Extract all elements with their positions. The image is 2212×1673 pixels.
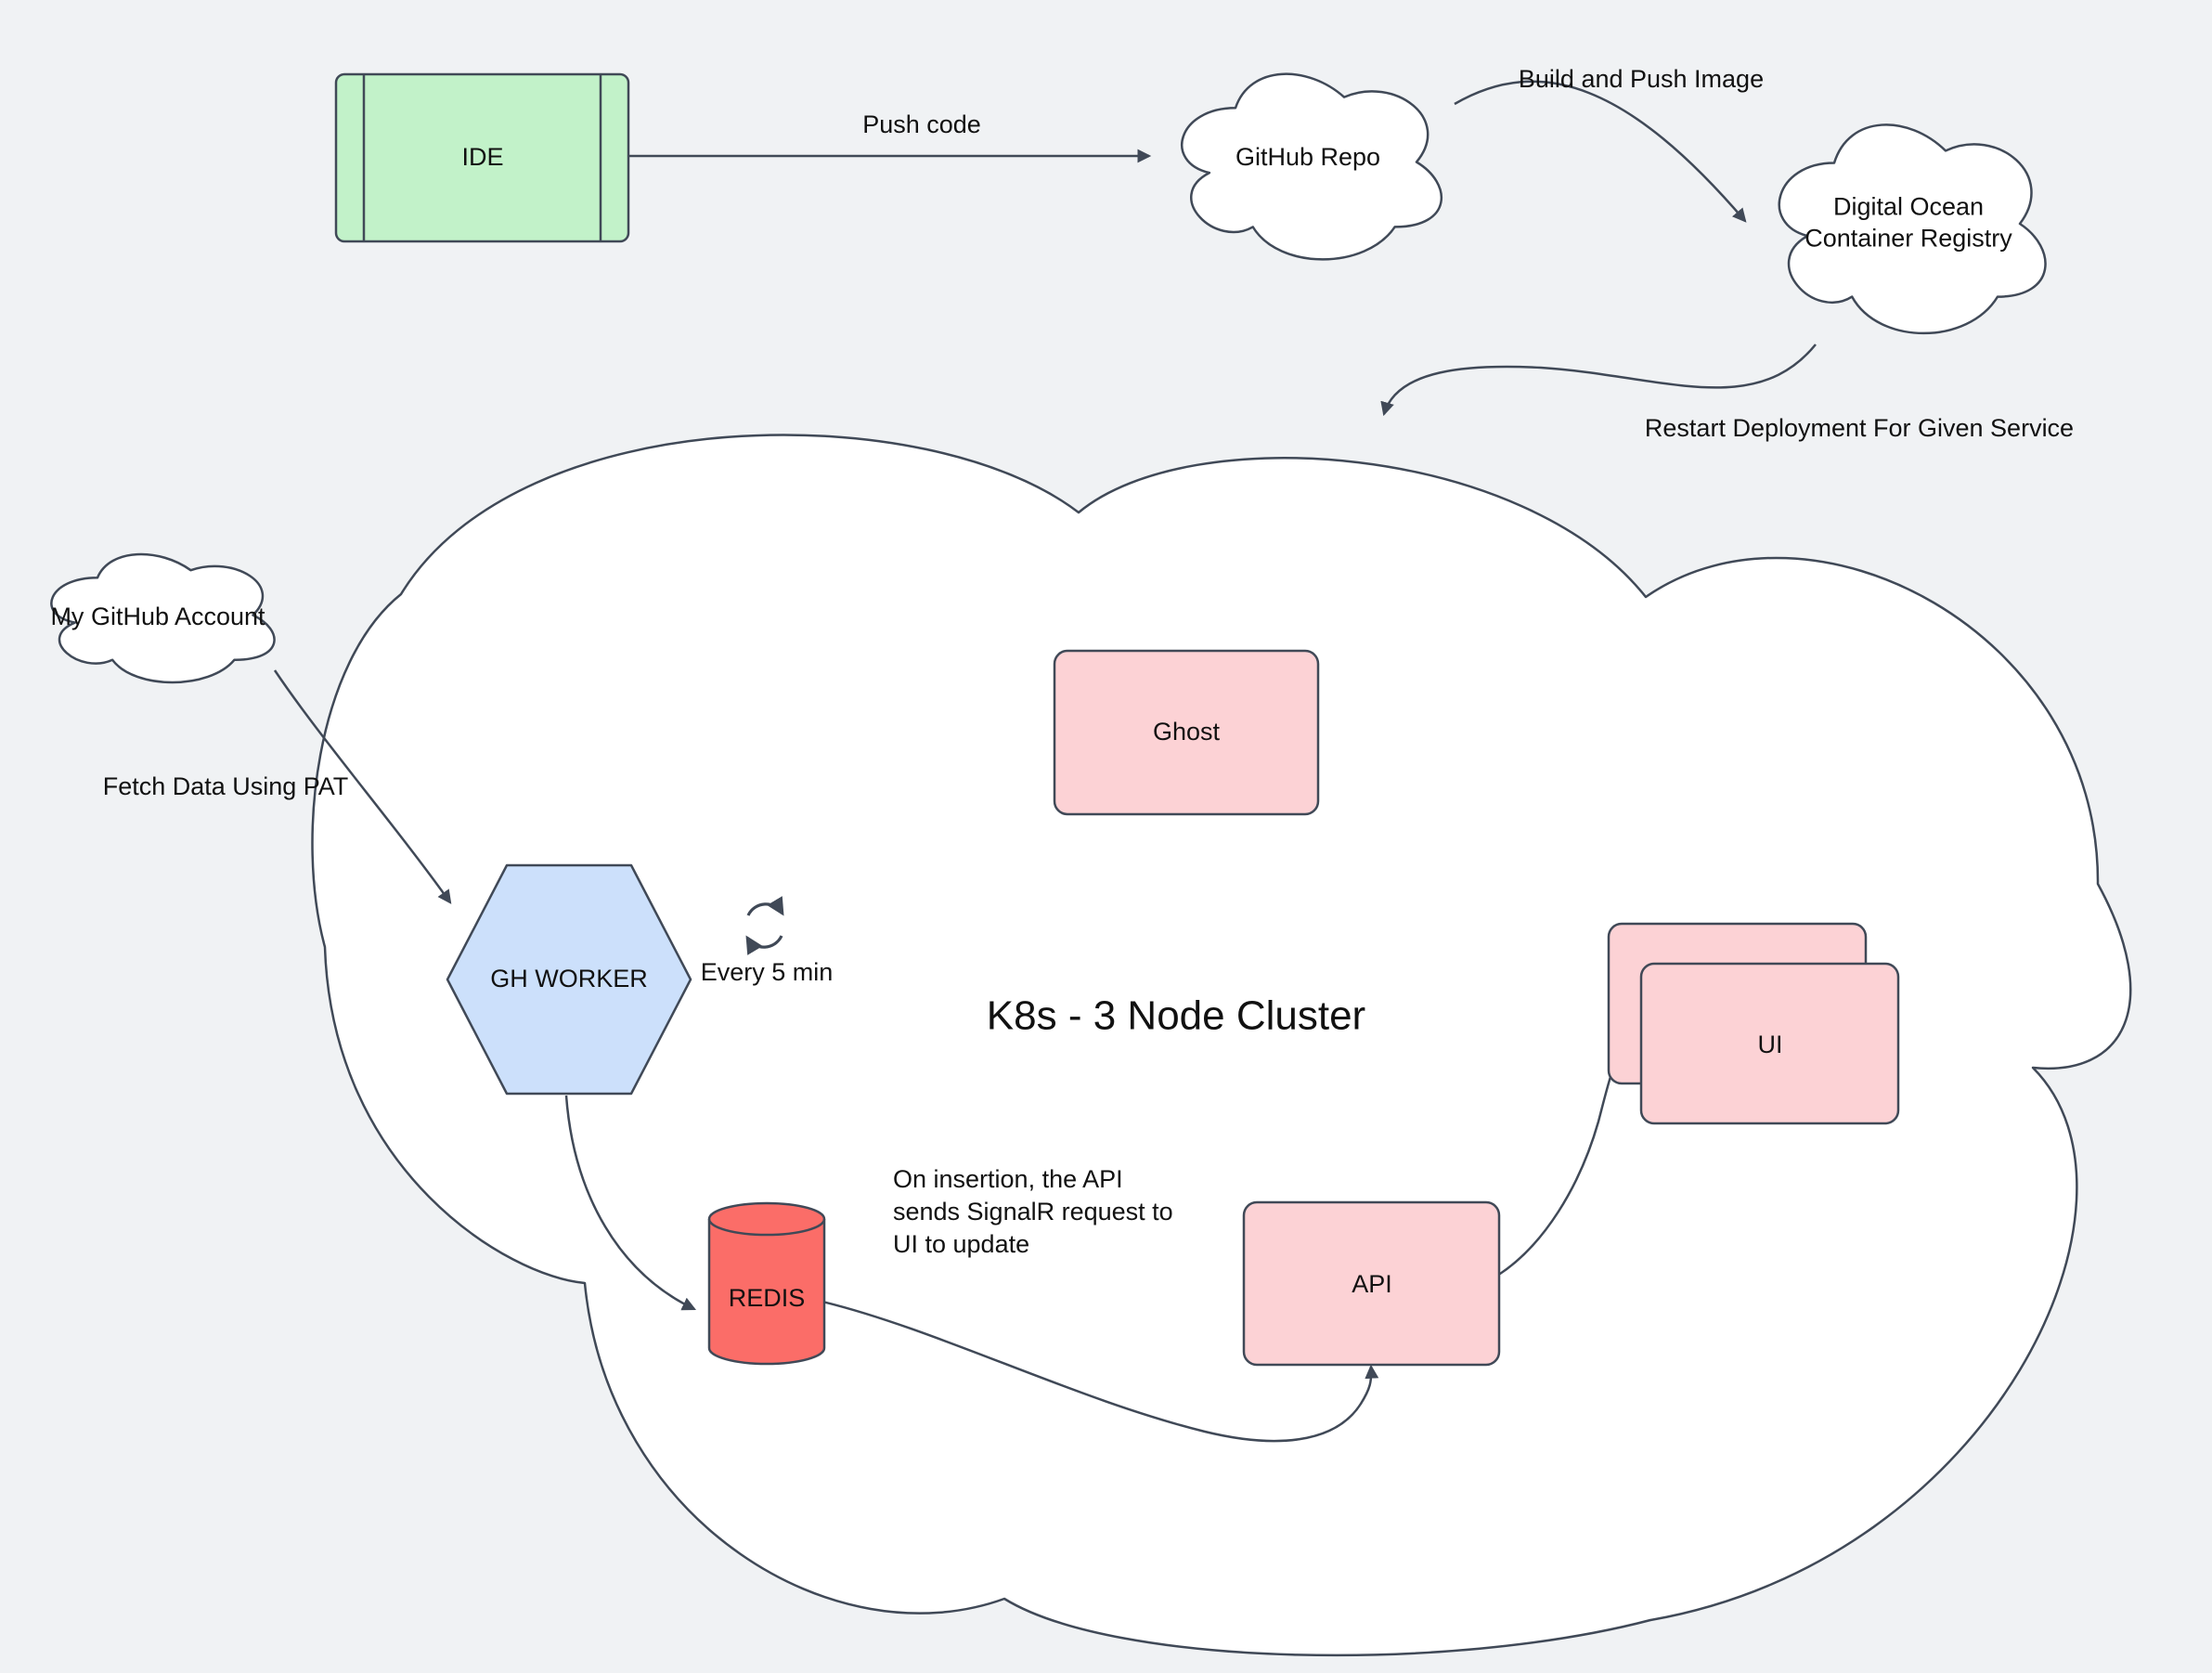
on-insertion-line3: UI to update <box>893 1230 1030 1258</box>
edge-restart-deployment[interactable] <box>1380 344 1817 417</box>
on-insertion-line2: sends SignalR request to <box>893 1198 1173 1226</box>
edge-fetch-pat-label: Fetch Data Using PAT <box>102 772 349 801</box>
edge-redis-api[interactable] <box>821 1300 1379 1443</box>
github-repo-label: GitHub Repo <box>1235 143 1381 172</box>
edge-fetch-pat[interactable] <box>273 669 452 904</box>
edge-worker-redis[interactable] <box>564 1095 697 1311</box>
gh-worker-label: GH WORKER <box>490 965 648 993</box>
ide-label: IDE <box>461 143 504 172</box>
ghost-node[interactable] <box>1053 649 1320 816</box>
ghost-label: Ghost <box>1152 718 1221 746</box>
do-registry-line2: Container Registry <box>1805 224 2012 252</box>
ide-node[interactable] <box>334 72 630 243</box>
every-5-min-label: Every 5 min <box>700 958 834 987</box>
k8s-cluster-title: K8s - 3 Node Cluster <box>986 992 1366 1039</box>
do-registry-label: Digital Ocean Container Registry <box>1805 191 2012 254</box>
refresh-icon <box>745 896 784 955</box>
do-registry-cloud[interactable] <box>1778 123 2047 334</box>
edge-restart-deployment-label: Restart Deployment For Given Service <box>1644 414 2075 443</box>
on-insertion-note: On insertion, the API sends SignalR requ… <box>893 1163 1173 1261</box>
redis-node[interactable] <box>707 1201 826 1366</box>
gh-worker-node[interactable] <box>446 863 692 1096</box>
edge-build-push[interactable] <box>1454 80 1747 223</box>
my-github-account-label: My GitHub Account <box>50 603 265 631</box>
my-github-account-cloud[interactable] <box>50 552 276 684</box>
github-repo-cloud[interactable] <box>1181 72 1443 261</box>
do-registry-line1: Digital Ocean <box>1832 192 1985 221</box>
api-node[interactable] <box>1242 1200 1501 1367</box>
on-insertion-line1: On insertion, the API <box>893 1165 1123 1193</box>
edge-build-push-label: Build and Push Image <box>1518 65 1765 94</box>
edge-push-code-label: Push code <box>862 110 981 139</box>
ui-label: UI <box>1757 1031 1783 1059</box>
ui-node[interactable] <box>1607 922 1900 1125</box>
redis-label: REDIS <box>728 1284 806 1313</box>
api-label: API <box>1352 1270 1392 1299</box>
